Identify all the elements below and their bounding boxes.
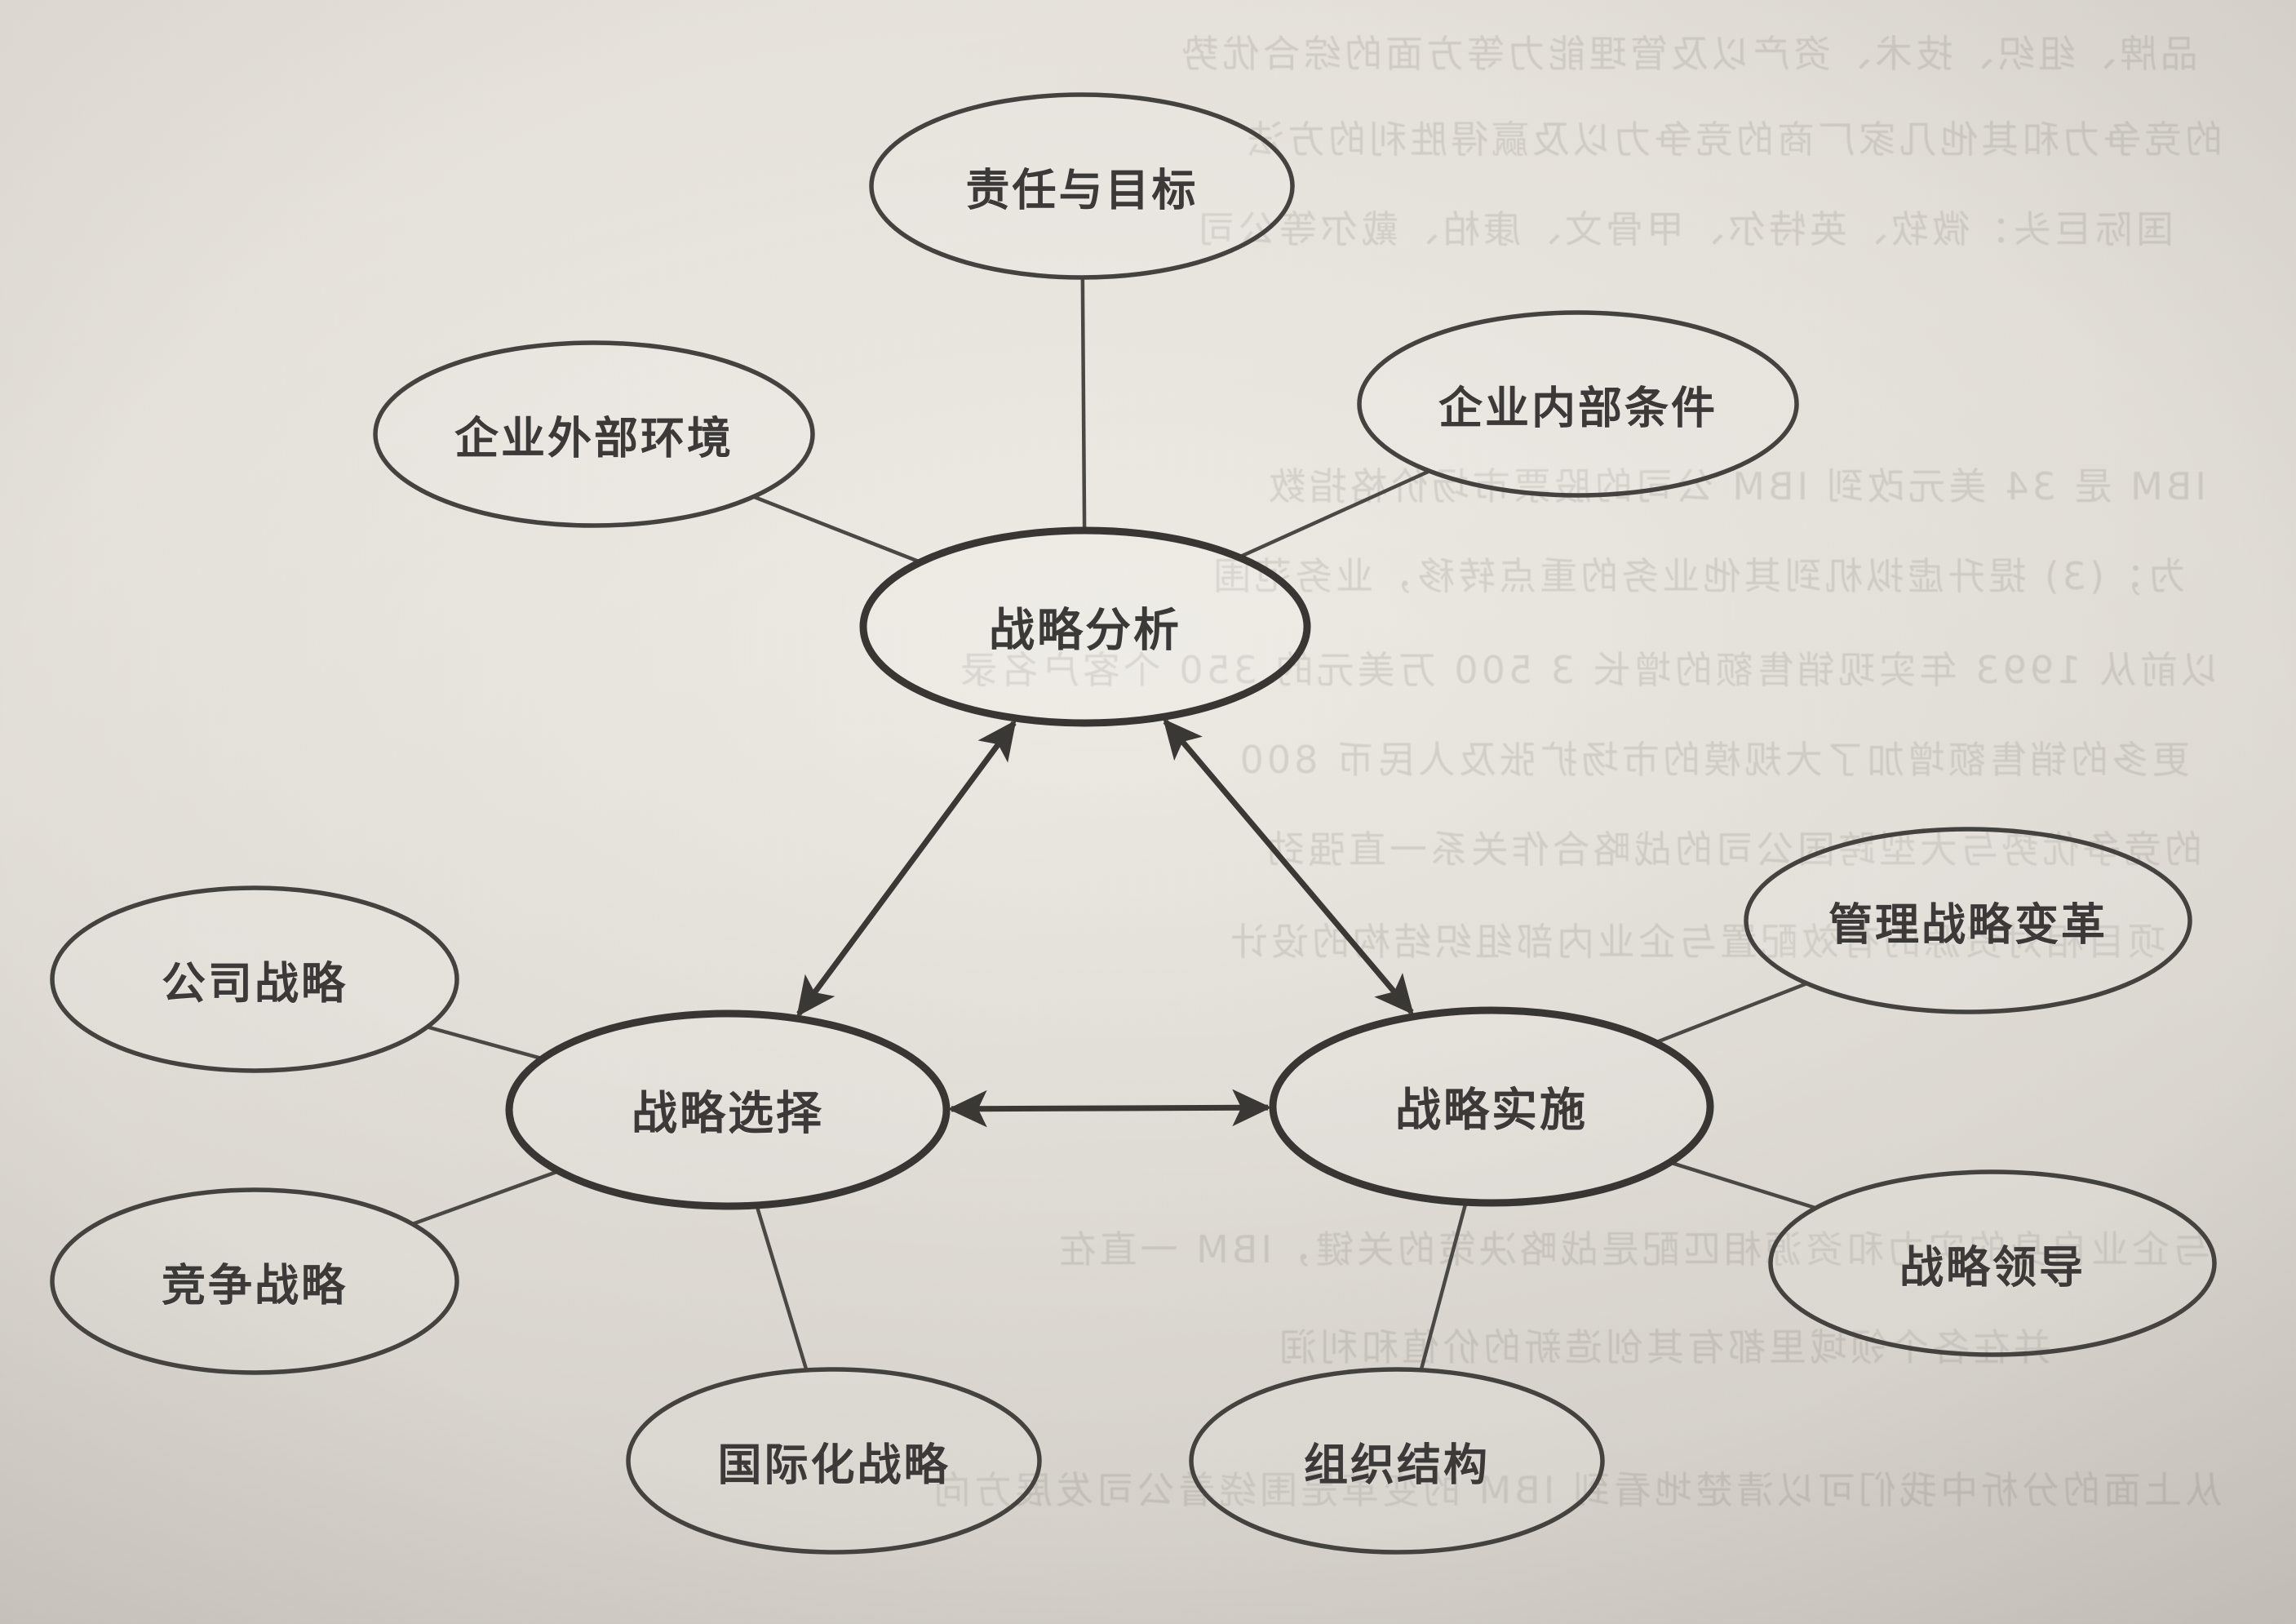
connector-change-to-implementation <box>1653 981 1809 1045</box>
connector-competitive-to-choice <box>410 1169 561 1227</box>
connector-international-to-choice <box>755 1203 809 1373</box>
node-ellipse-competitive[interactable] <box>50 1187 459 1375</box>
node-ellipse-leadership[interactable] <box>1768 1169 2217 1357</box>
node-ellipse-responsibility[interactable] <box>869 92 1295 280</box>
connector-corporate-to-choice <box>425 1025 545 1061</box>
connector-internal-to-analysis <box>1237 468 1432 560</box>
connector-orgstructure-to-implementation <box>1419 1200 1468 1373</box>
core-node-shapes <box>505 526 1714 1210</box>
node-ellipse-orgstructure[interactable] <box>1189 1367 1605 1555</box>
node-ellipse-change[interactable] <box>1744 827 2192 1014</box>
peripheral-node-shapes <box>50 92 2217 1555</box>
node-ellipse-corporate[interactable] <box>50 885 459 1073</box>
arrow-connectors <box>796 718 1414 1128</box>
node-ellipse-external[interactable] <box>373 340 815 528</box>
connector-leadership-to-implementation <box>1668 1160 1818 1210</box>
node-ellipse-international[interactable] <box>626 1367 1042 1555</box>
connector-responsibility-to-analysis <box>1080 275 1087 533</box>
arrow-analysis-implementation <box>1163 718 1414 1015</box>
arrow-choice-implementation <box>947 1089 1272 1128</box>
connector-lines <box>410 275 1818 1373</box>
connector-external-to-analysis <box>751 495 923 565</box>
node-ellipse-implementation[interactable] <box>1269 1006 1714 1207</box>
node-ellipse-internal[interactable] <box>1357 310 1799 498</box>
arrow-analysis-choice <box>796 720 1017 1017</box>
node-ellipse-analysis[interactable] <box>859 526 1311 727</box>
node-ellipse-choice[interactable] <box>505 1009 951 1210</box>
